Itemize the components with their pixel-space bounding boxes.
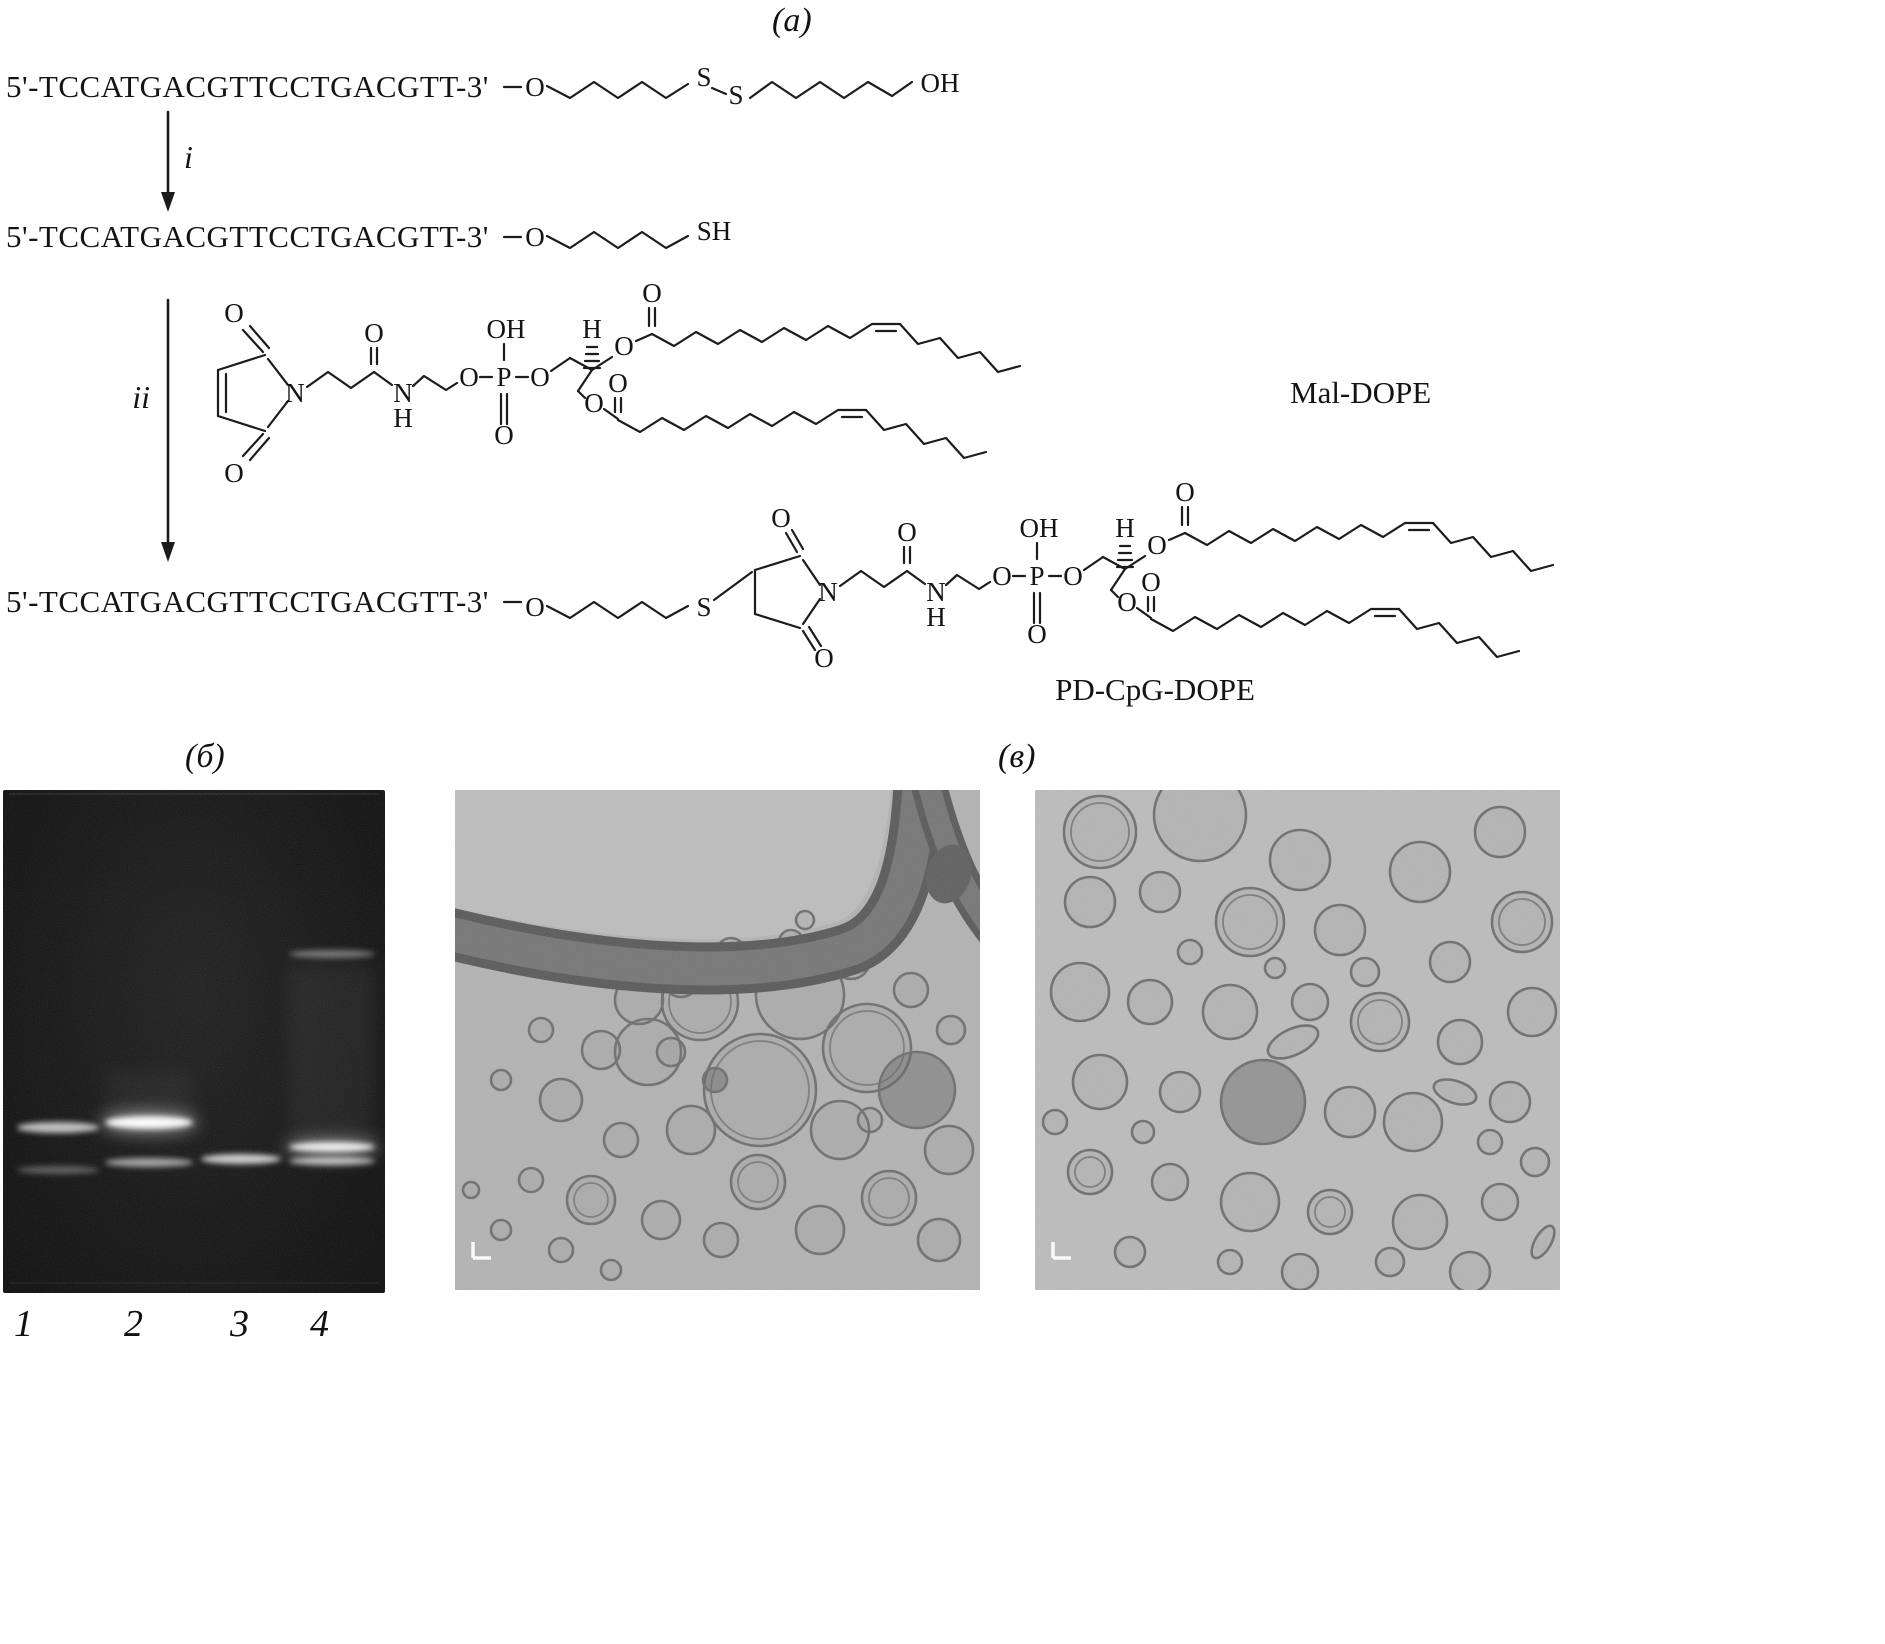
gel-band xyxy=(289,1142,375,1152)
atom-label-h: H xyxy=(582,314,602,344)
atom-label-o: O xyxy=(224,458,244,488)
gel-bottom-edge xyxy=(9,1282,379,1284)
atom-label-o: O xyxy=(494,420,514,450)
gel-lane-label-1: 1 xyxy=(14,1303,33,1345)
gel-noise xyxy=(3,790,385,1293)
atom-label-o: O xyxy=(1117,587,1137,617)
gel-lane-label-4: 4 xyxy=(310,1303,329,1345)
atom-label-h: H xyxy=(1115,513,1135,543)
atom-label-o: O xyxy=(584,388,604,418)
product-linker: O N H O P O OH O xyxy=(838,513,1127,649)
atom-label-oh: OH xyxy=(921,68,960,98)
atom-label-o: O xyxy=(224,298,244,328)
atom-label-o: O xyxy=(771,503,791,533)
atom-label-n: N xyxy=(285,378,305,408)
gel-band xyxy=(105,1158,193,1167)
gel-top-edge xyxy=(9,793,379,795)
gel-smear xyxy=(105,1070,193,1125)
atom-label-o: O xyxy=(897,517,917,547)
step-i-label: i xyxy=(184,139,193,175)
mal-dope-structure: N O O O N H O P O OH O H xyxy=(216,278,1431,488)
gel-band xyxy=(17,1122,99,1133)
panel-label-b: (б) xyxy=(185,738,225,775)
atom-label-o: O xyxy=(364,318,384,348)
atom-label-o: O xyxy=(614,331,634,361)
gel-band xyxy=(289,950,375,958)
atom-label-oh: OH xyxy=(1020,513,1059,543)
atom-label-o: O xyxy=(642,278,662,308)
atom-label-s: S xyxy=(696,592,711,622)
atom-label-o: O xyxy=(459,362,479,392)
atom-label-h: H xyxy=(926,602,946,632)
reaction-arrow-i: i xyxy=(161,110,193,212)
atom-label-o: O xyxy=(1175,477,1195,507)
panel-label-v: (в) xyxy=(998,738,1036,775)
succinimide-ring: N O O xyxy=(753,503,838,673)
oligo-sequence-3: 5'-TCCATGACGTTCCTGACGTT-3' xyxy=(6,584,489,619)
atom-label-o: O xyxy=(1147,530,1167,560)
atom-label-p: P xyxy=(496,362,511,392)
oligo-thiol-structure: 5'-TCCATGACGTTCCTGACGTT-3' O SH xyxy=(6,216,731,254)
oligo-sequence-1: 5'-TCCATGACGTTCCTGACGTT-3' xyxy=(6,69,489,104)
gel-band xyxy=(17,1166,99,1174)
oligo-sequence-2: 5'-TCCATGACGTTCCTGACGTT-3' xyxy=(6,219,489,254)
atom-label-s: S xyxy=(728,80,743,110)
bond-lines xyxy=(502,80,914,100)
bond-lines xyxy=(502,230,690,250)
mal-dope-linker: O N H O P O OH O xyxy=(305,314,594,450)
atom-label-h: H xyxy=(393,403,413,433)
gel-lane-label-2: 2 xyxy=(124,1303,143,1345)
atom-label-o: O xyxy=(525,592,545,622)
reaction-arrow-ii: ii xyxy=(132,298,175,562)
image-noise xyxy=(455,790,980,1290)
atom-label-o: O xyxy=(608,368,628,398)
mal-dope-label: Mal-DOPE xyxy=(1290,375,1431,410)
product-structure: 5'-TCCATGACGTTCCTGACGTT-3' O S N O O xyxy=(6,477,1555,707)
oligo-disulfide-structure: 5'-TCCATGACGTTCCTGACGTT-3' O S S OH xyxy=(6,62,960,110)
atom-label-n: N xyxy=(393,378,413,408)
product-label: PD-CpG-DOPE xyxy=(1055,672,1255,707)
atom-label-o: O xyxy=(525,222,545,252)
scale-bar xyxy=(1051,1242,1071,1260)
product-glycerol-diester: H O O O O xyxy=(1109,477,1555,659)
step-ii-label: ii xyxy=(132,379,150,415)
gel-band xyxy=(289,1157,375,1165)
gel-band xyxy=(105,1116,193,1129)
atom-label-o: O xyxy=(525,72,545,102)
atom-label-n: N xyxy=(818,577,838,607)
tem-image-2 xyxy=(1035,790,1560,1290)
atom-label-o: O xyxy=(992,561,1012,591)
image-noise xyxy=(1035,790,1560,1290)
bond-lines xyxy=(502,570,754,620)
atom-label-p: P xyxy=(1029,561,1044,591)
gel-band xyxy=(201,1154,281,1164)
atom-label-s: S xyxy=(696,62,711,92)
gel-image xyxy=(3,790,385,1293)
atom-label-oh: OH xyxy=(487,314,526,344)
atom-label-o: O xyxy=(1141,567,1161,597)
atom-label-o: O xyxy=(814,643,834,673)
gel-lane-label-3: 3 xyxy=(230,1303,249,1345)
tem-image-1 xyxy=(455,790,980,1290)
reaction-scheme: 5'-TCCATGACGTTCCTGACGTT-3' O S S OH i 5'… xyxy=(6,62,1555,707)
gel-smear xyxy=(289,965,375,1135)
atom-label-o: O xyxy=(1063,561,1083,591)
atom-label-sh: SH xyxy=(697,216,732,246)
atom-label-o: O xyxy=(530,362,550,392)
arrow-head xyxy=(161,542,175,562)
atom-label-o: O xyxy=(1027,619,1047,649)
glycerol-diester: H O O O O xyxy=(576,278,1022,460)
atom-label-n: N xyxy=(926,577,946,607)
maleimide-ring: N O O xyxy=(216,298,305,488)
scale-bar xyxy=(471,1242,491,1260)
panel-label-a: (а) xyxy=(772,2,812,39)
arrow-head xyxy=(161,192,175,212)
